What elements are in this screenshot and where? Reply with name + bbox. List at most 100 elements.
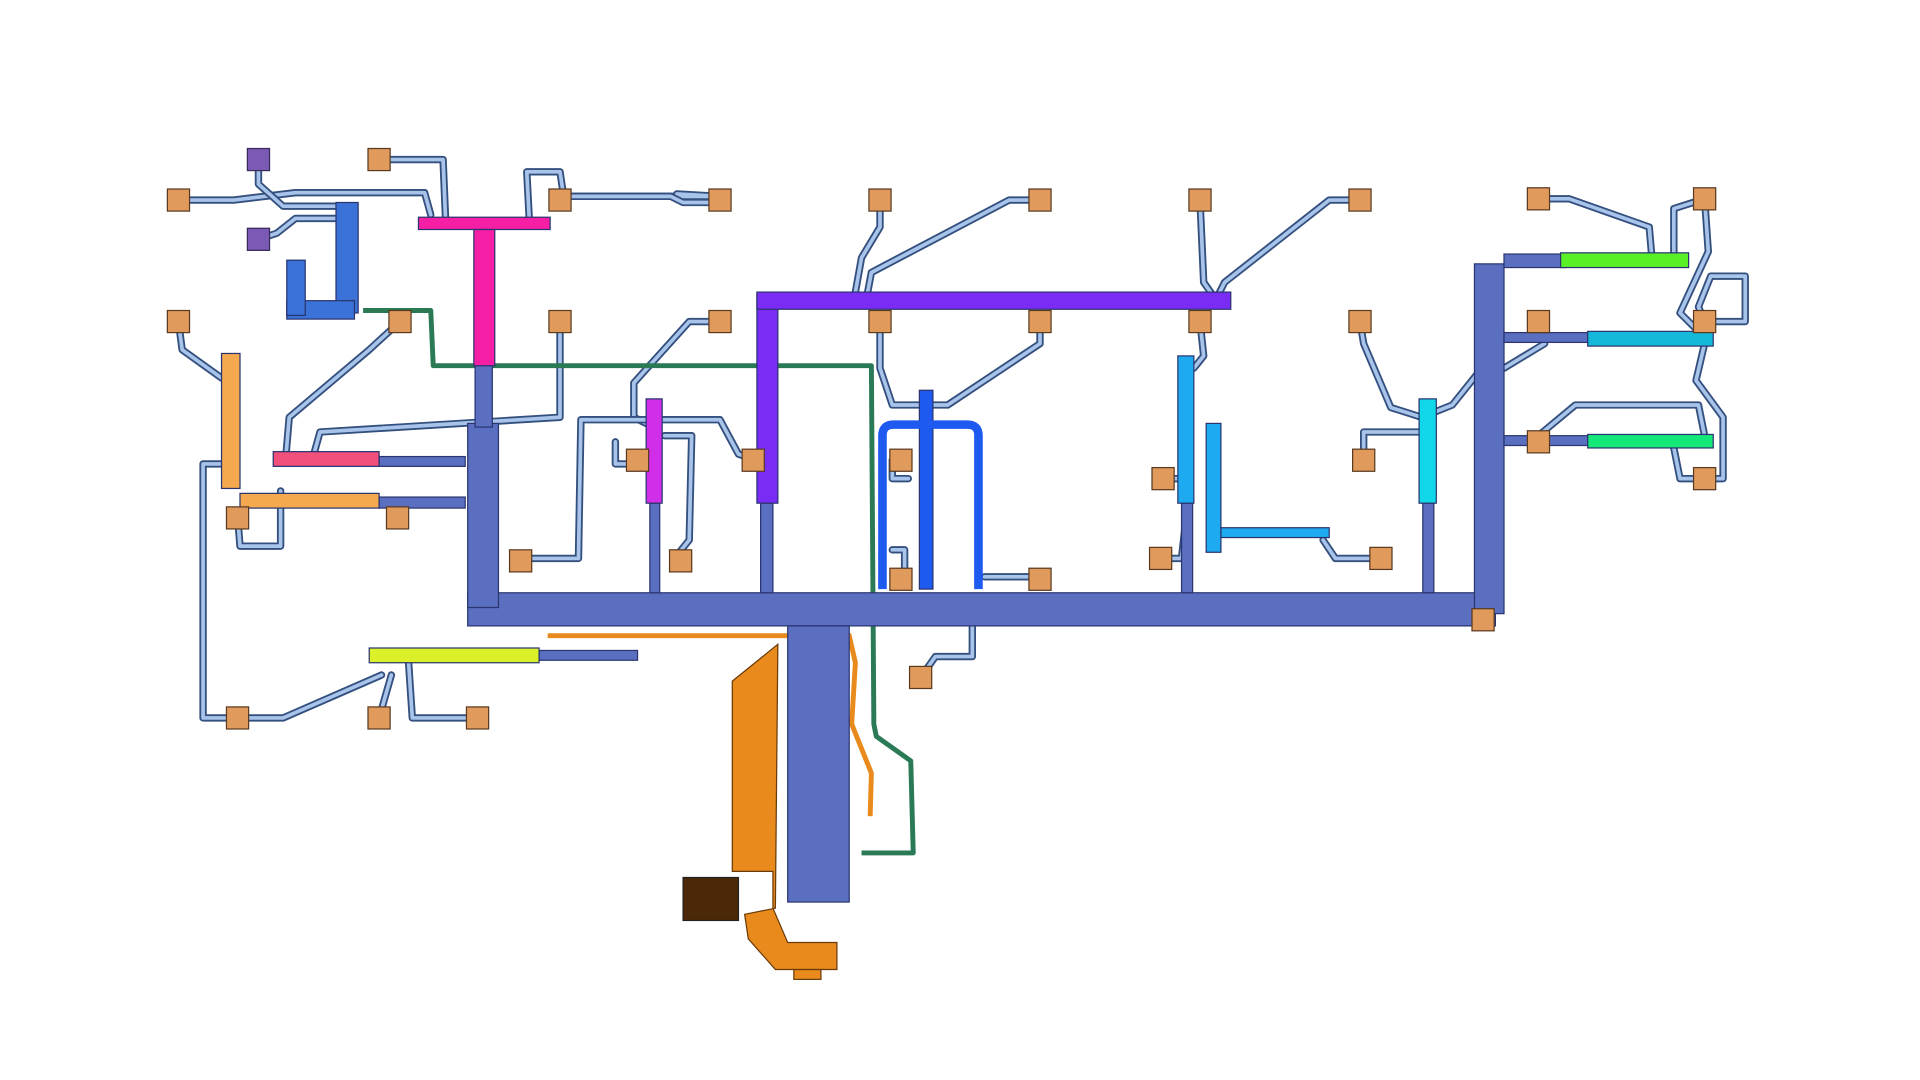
terminal-box (868, 188, 892, 212)
cyan-drop (1422, 502, 1435, 594)
pipe (1536, 403, 1707, 438)
pipe-outline (310, 317, 564, 458)
right-header (1503, 253, 1567, 269)
pipe-outline (929, 317, 1044, 409)
terminal-box (708, 188, 732, 212)
terminal-box (548, 309, 572, 334)
pipe-outline (876, 317, 925, 409)
terminal-box (1028, 309, 1052, 334)
terminal-box (889, 567, 913, 591)
yellow-duct (368, 647, 540, 664)
main-trunk (467, 592, 1496, 627)
terminal-box (225, 506, 250, 530)
salmon-link (378, 455, 466, 467)
pipe-outline (233, 671, 386, 722)
sky-drop (1180, 502, 1194, 594)
teal-link (1503, 331, 1591, 344)
terminal-box (1348, 188, 1372, 212)
pipe (201, 462, 240, 720)
pipe (931, 319, 1042, 407)
pipe (865, 198, 1042, 294)
pipe (1358, 319, 1479, 420)
terminal-box (388, 309, 412, 334)
terminal-box (908, 665, 933, 690)
pipe (558, 194, 722, 205)
royal-blue-riser (918, 389, 934, 590)
ducts (220, 201, 1714, 980)
terminal-box (166, 188, 191, 212)
pipe (283, 319, 402, 463)
pipe-outline (254, 155, 343, 210)
pipe (853, 198, 882, 294)
cyan-duct (1418, 398, 1437, 504)
terminal-box (889, 448, 913, 472)
pipe (1678, 196, 1711, 334)
purple-terminal-box (246, 147, 271, 172)
pipe (1321, 538, 1383, 561)
terminal-box (1526, 309, 1551, 334)
pipe (1198, 198, 1215, 297)
terminal-box (1692, 187, 1717, 211)
pink-riser (473, 228, 496, 367)
right-riser (1473, 263, 1505, 615)
terminal-box (1348, 309, 1372, 334)
violet-drop (760, 502, 774, 594)
pipe-outline (199, 460, 242, 722)
pink-header (417, 216, 551, 231)
terminal-box (367, 706, 391, 730)
pipe (256, 157, 341, 209)
terminal-box (741, 448, 765, 472)
terminal-box (166, 309, 191, 334)
terminal-box (385, 506, 410, 530)
pipe (1502, 341, 1547, 371)
pipe-outline (1534, 401, 1709, 440)
terminal-box (1692, 466, 1717, 491)
terminal-box (708, 309, 732, 334)
terminal-box (1369, 546, 1393, 571)
terminal-box (668, 549, 693, 573)
lime-duct (1560, 252, 1690, 269)
terminal-box (1188, 309, 1212, 334)
terminal-box (1028, 567, 1052, 591)
terminal-box (625, 448, 650, 472)
pipe (515, 417, 759, 561)
steel-blue-duct (335, 201, 359, 314)
pipe-outline (1214, 196, 1364, 299)
terminal-box (1526, 187, 1551, 211)
violet-header (756, 291, 1232, 310)
spring-duct (1587, 433, 1714, 449)
pipe-outline (513, 416, 761, 563)
pipe-outline (281, 317, 404, 464)
pipe-outline (864, 196, 1044, 296)
pipe (878, 319, 923, 407)
pipe (377, 157, 448, 221)
left-riser (467, 422, 500, 609)
teal-duct (1587, 330, 1714, 347)
orange-outlet (682, 876, 740, 922)
sky-riser (1177, 355, 1195, 504)
yellow-link (538, 649, 639, 661)
terminal-box (1471, 608, 1495, 632)
terminal-box (465, 706, 490, 730)
pipe (1536, 196, 1654, 258)
pipe (1216, 198, 1362, 297)
salmon-duct (272, 451, 380, 467)
terminal-box (1692, 309, 1717, 334)
terminal-box (1151, 466, 1175, 491)
royal-blue-loop (878, 420, 983, 590)
terminal-box (225, 706, 250, 730)
terminal-box (1148, 546, 1173, 571)
terminal-box (1028, 188, 1052, 212)
pipe (176, 190, 433, 217)
pink-drop (474, 365, 493, 428)
terminal-box (1526, 430, 1551, 454)
pipe (1694, 341, 1725, 481)
pipe (235, 489, 283, 548)
purple-terminal-box (246, 227, 271, 251)
magenta-drop (649, 502, 661, 594)
pipe (312, 319, 562, 456)
orange-duct (731, 643, 838, 971)
terminal-box (1188, 188, 1212, 212)
